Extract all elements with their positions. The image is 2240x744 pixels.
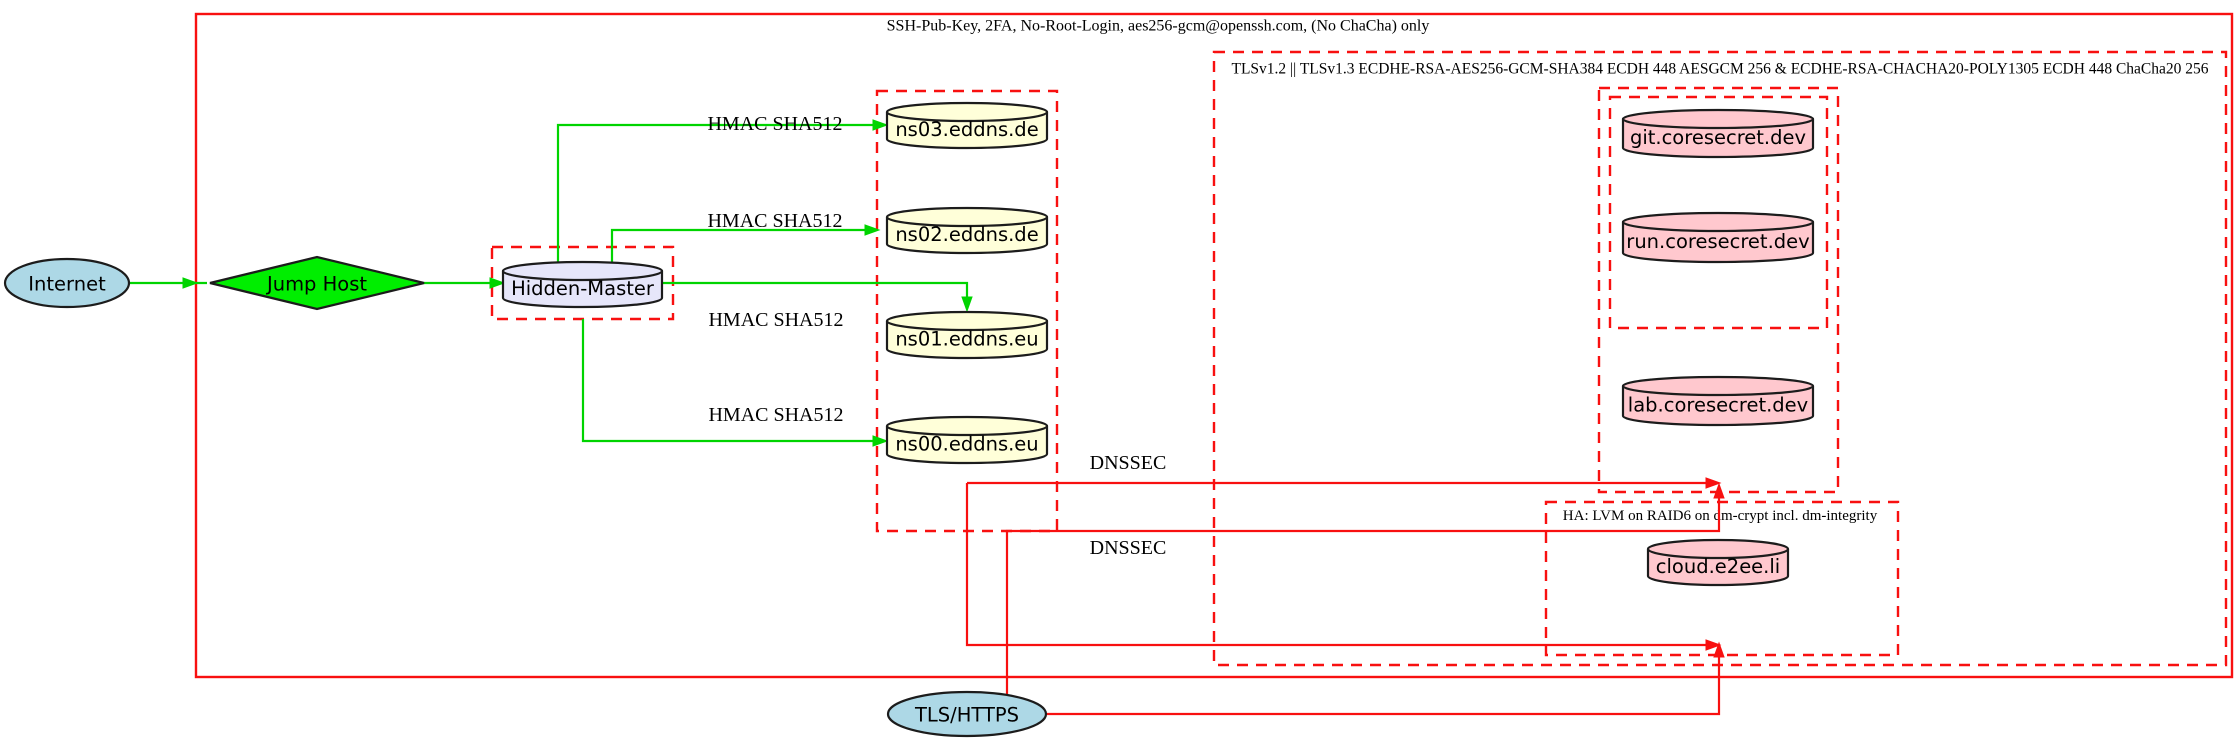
edge-dnssec-to-ha (965, 483, 1706, 647)
cluster-coresecret-inner-box (1608, 95, 1829, 330)
node-lab-coresecret (1621, 375, 1815, 427)
edge-tlshttps-to-ha-arrowhead-icon (1713, 641, 1725, 658)
node-git-coresecret-rim (1621, 118, 1815, 130)
node-label-tls-https: TLS/HTTPS (914, 704, 1019, 727)
edge-internet-to-jumphost-arrowhead-icon (182, 277, 199, 289)
edge-hm-to-ns02 (610, 228, 867, 262)
node-git-coresecret (1621, 108, 1815, 159)
node-label-cloud-e2ee: cloud.e2ee.li (1656, 555, 1780, 578)
edge-hm-to-ns03-arrowhead-icon (872, 119, 889, 131)
node-ns03 (885, 101, 1049, 150)
node-run-coresecret (1621, 211, 1815, 264)
node-internet (3, 257, 131, 309)
node-ns01-rim (885, 320, 1049, 332)
edge-tlshttps-to-coresecret-arrowhead-icon (1713, 482, 1725, 499)
node-tls-https (886, 690, 1048, 738)
node-label-ns00: ns00.eddns.eu (895, 433, 1038, 456)
cluster-outer-ssh-boundary (194, 12, 2234, 679)
edge-dnssec-to-ha-arrowhead-icon (1705, 639, 1722, 651)
edge-tlshttps-to-ha (1046, 656, 1721, 716)
edge-label-dnssec-label-lower: DNSSEC (1090, 537, 1167, 559)
node-label-ns01: ns01.eddns.eu (895, 328, 1038, 351)
cluster-label-outer-ssh-boundary: SSH-Pub-Key, 2FA, No-Root-Login, aes256-… (887, 18, 1430, 35)
edge-label-hmac-label-ns03: HMAC SHA512 (707, 113, 842, 135)
edge-label-hmac-label-ns00: HMAC SHA512 (708, 404, 843, 426)
node-ns00 (885, 415, 1049, 465)
edge-tlshttps-to-coresecret (1005, 497, 1721, 694)
edge-label-hmac-label-ns01: HMAC SHA512 (708, 309, 843, 331)
node-label-git-coresecret: git.coresecret.dev (1630, 126, 1806, 149)
node-hidden-master-rim (501, 270, 664, 282)
node-cloud-e2ee-rim (1646, 548, 1790, 560)
node-ns02 (885, 206, 1049, 255)
edge-hm-to-ns03 (556, 123, 875, 262)
edge-hm-to-ns00-arrowhead-icon (872, 435, 889, 447)
node-label-hidden-master: Hidden-Master (511, 277, 655, 300)
edge-hm-to-ns02-arrowhead-icon (864, 224, 881, 236)
node-hidden-master (501, 260, 664, 309)
edge-hm-to-ns01 (662, 281, 969, 299)
node-label-ns03: ns03.eddns.de (895, 118, 1038, 141)
edge-label-dnssec-label-upper: DNSSEC (1090, 452, 1167, 474)
cluster-ha-box (1544, 500, 1900, 657)
edge-dnssec-to-coresecret-arrowhead-icon (1705, 477, 1722, 489)
node-ns02-rim (885, 216, 1049, 228)
edge-jumphost-to-hiddenmaster-arrowhead-icon (489, 277, 506, 289)
cluster-label-ha-box: HA: LVM on RAID6 on dm-crypt incl. dm-in… (1563, 508, 1878, 524)
edge-hm-to-ns00 (581, 319, 875, 443)
node-label-run-coresecret: run.coresecret.dev (1626, 230, 1809, 253)
node-ns00-rim (885, 425, 1049, 437)
node-cloud-e2ee (1646, 538, 1790, 587)
edge-hm-to-ns01-arrowhead-icon (961, 296, 973, 313)
edge-label-hmac-label-ns02: HMAC SHA512 (707, 210, 842, 232)
node-label-ns02: ns02.eddns.de (895, 223, 1038, 246)
node-ns03-rim (885, 111, 1049, 123)
node-lab-coresecret-rim (1621, 385, 1815, 397)
node-ns01 (885, 310, 1049, 360)
node-label-lab-coresecret: lab.coresecret.dev (1628, 394, 1808, 417)
cluster-label-tls-boundary: TLSv1.2 || TLSv1.3 ECDHE-RSA-AES256-GCM-… (1231, 61, 2208, 78)
node-label-internet: Internet (28, 273, 106, 296)
node-jump-host (209, 255, 425, 311)
node-label-jump-host: Jump Host (265, 273, 367, 296)
node-run-coresecret-rim (1621, 221, 1815, 233)
